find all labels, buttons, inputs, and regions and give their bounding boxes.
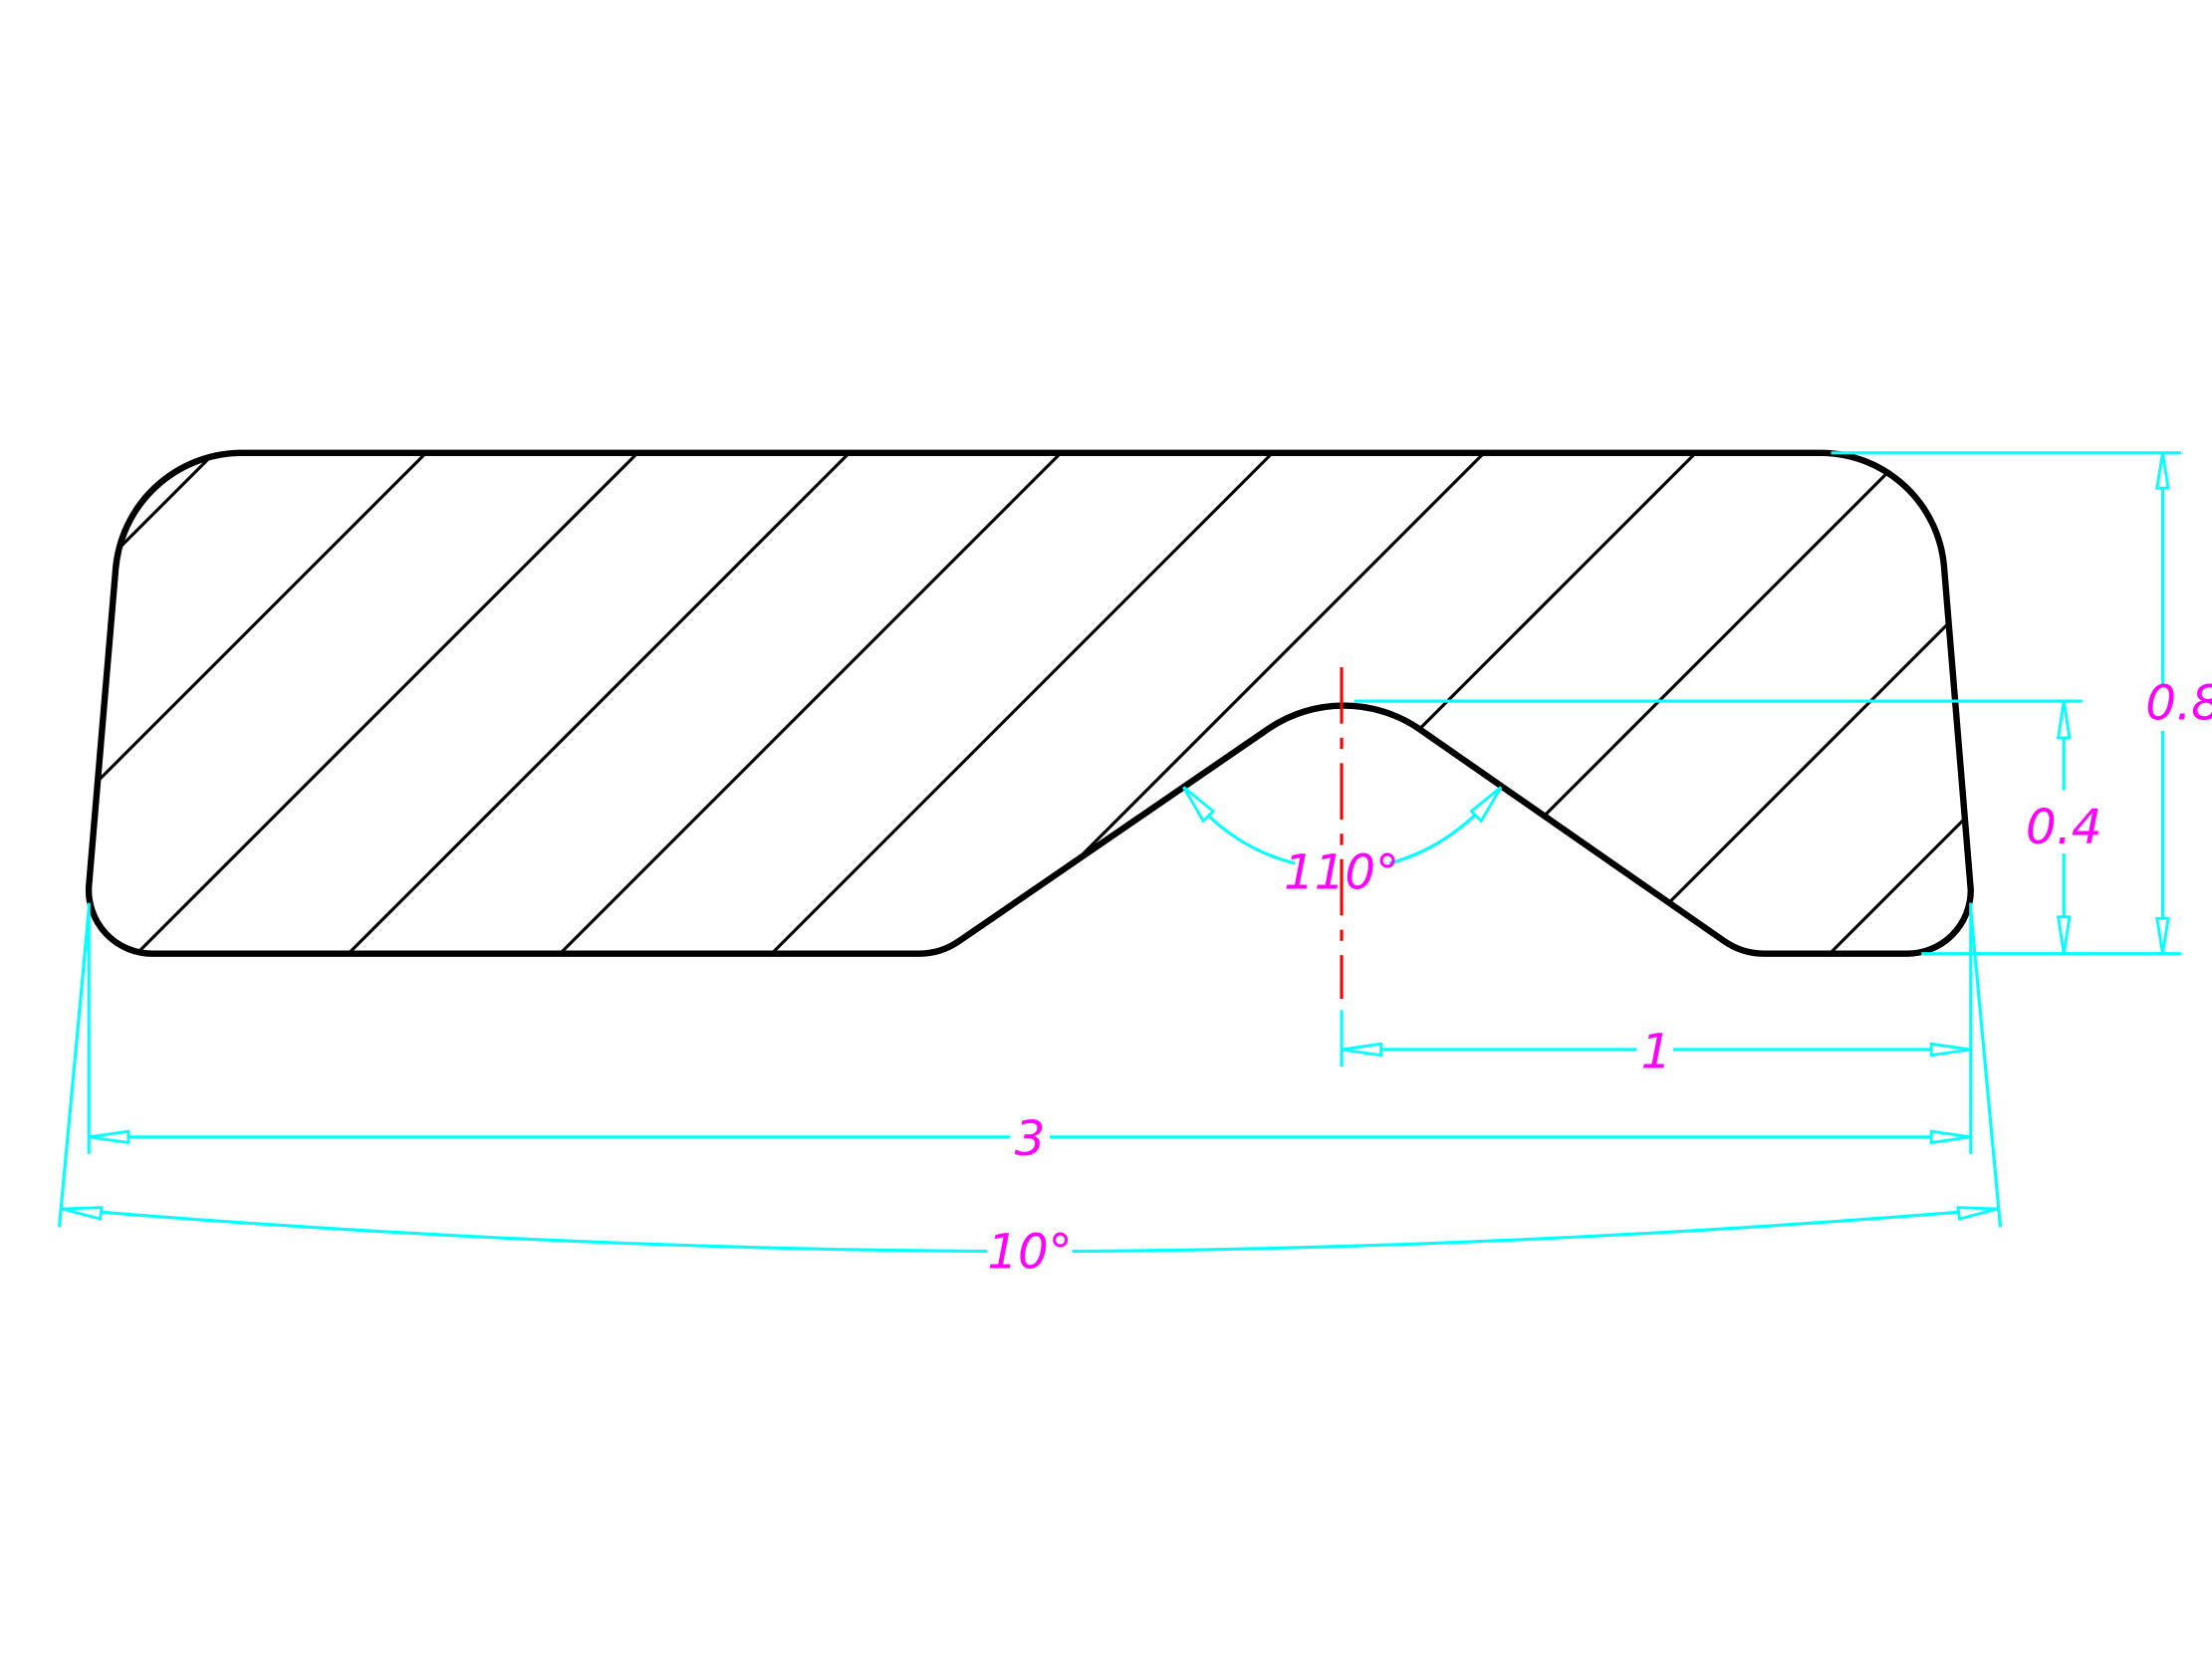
hatch-line bbox=[313, 452, 880, 954]
part-outline bbox=[85, 449, 1974, 957]
section-hatching bbox=[89, 452, 1971, 954]
taper-angle-label: 10° bbox=[987, 1225, 1072, 1281]
groove-offset-dimension: 1 bbox=[1340, 1010, 1971, 1079]
hatch-line bbox=[1795, 452, 1971, 954]
groove-offset-label: 1 bbox=[1641, 1024, 1672, 1079]
height-dimension: 0.8 bbox=[1831, 451, 2212, 956]
taper-angle-dimension: 10° bbox=[57, 909, 2003, 1281]
groove-angle-label: 110° bbox=[1284, 844, 1399, 900]
groove-depth-dimension: 0.4 bbox=[1353, 699, 2102, 954]
hatch-line bbox=[89, 452, 246, 954]
width-label: 3 bbox=[1015, 1111, 1046, 1167]
hatch-line bbox=[1159, 452, 1727, 954]
groove-angle-dimension: 110° bbox=[1182, 786, 1503, 900]
hatch-line bbox=[736, 452, 1304, 954]
groove-depth-label: 0.4 bbox=[2026, 800, 2102, 855]
hatch-line bbox=[1371, 452, 1938, 954]
hatch-line bbox=[1583, 452, 1971, 954]
hatch-line bbox=[102, 452, 669, 954]
height-label: 0.8 bbox=[2145, 676, 2212, 732]
hatch-line bbox=[948, 452, 1515, 954]
width-dimension: 3 bbox=[87, 902, 1973, 1167]
hatch-line bbox=[525, 452, 1093, 954]
hatch-line bbox=[89, 452, 457, 954]
